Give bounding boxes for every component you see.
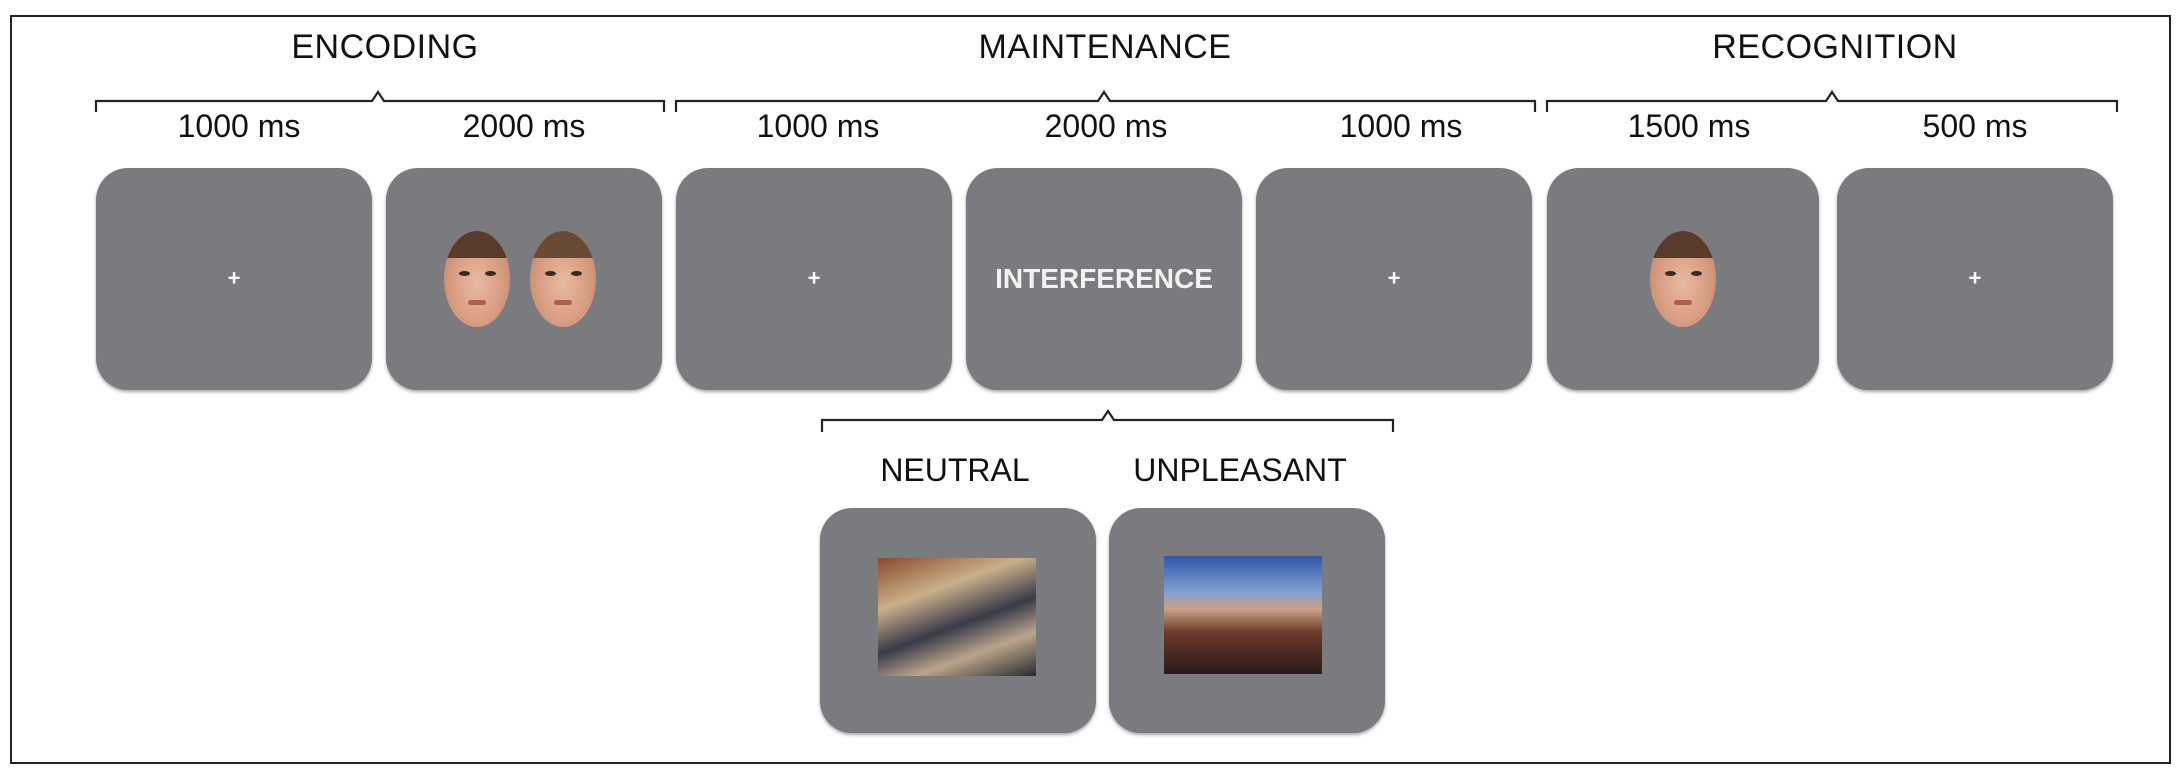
phase-label-encoding: ENCODING [291, 28, 479, 66]
duration-label: 500 ms [1922, 108, 2028, 144]
screen-fixation: + [1837, 168, 2113, 390]
screen-encoding-faces [386, 168, 662, 390]
unpleasant-photo [1164, 556, 1322, 674]
face-image [1650, 231, 1716, 327]
encoding-bracket [94, 90, 666, 112]
duration-label: 1000 ms [177, 108, 301, 144]
interference-text: INTERFERENCE [995, 263, 1213, 294]
face-image [530, 231, 596, 327]
phase-label-maintenance: MAINTENANCE [978, 28, 1232, 66]
screen-fixation: + [676, 168, 952, 390]
interference-type-unpleasant-label: UNPLEASANT [1133, 452, 1347, 488]
face-image [444, 231, 510, 327]
maintenance-bracket [674, 90, 1537, 112]
screen-recognition-face [1547, 168, 1819, 390]
interference-type-neutral-label: NEUTRAL [880, 452, 1030, 488]
duration-label: 2000 ms [462, 108, 586, 144]
duration-label: 2000 ms [1044, 108, 1168, 144]
figure-frame [10, 15, 2171, 764]
interference-bracket [820, 409, 1395, 432]
screen-interference: INTERFERENCE [966, 168, 1242, 390]
duration-label: 1000 ms [1339, 108, 1463, 144]
phase-label-recognition: RECOGNITION [1712, 28, 1958, 66]
fixation-cross: + [807, 265, 821, 291]
duration-label: 1000 ms [756, 108, 880, 144]
neutral-photo [878, 558, 1036, 676]
screen-fixation: + [96, 168, 372, 390]
screen-neutral-image [820, 508, 1096, 733]
recognition-bracket [1545, 90, 2119, 112]
screen-fixation: + [1256, 168, 1532, 390]
fixation-cross: + [1387, 265, 1401, 291]
screen-unpleasant-image [1109, 508, 1385, 733]
fixation-cross: + [1968, 265, 1982, 291]
duration-label: 1500 ms [1627, 108, 1751, 144]
fixation-cross: + [227, 265, 241, 291]
